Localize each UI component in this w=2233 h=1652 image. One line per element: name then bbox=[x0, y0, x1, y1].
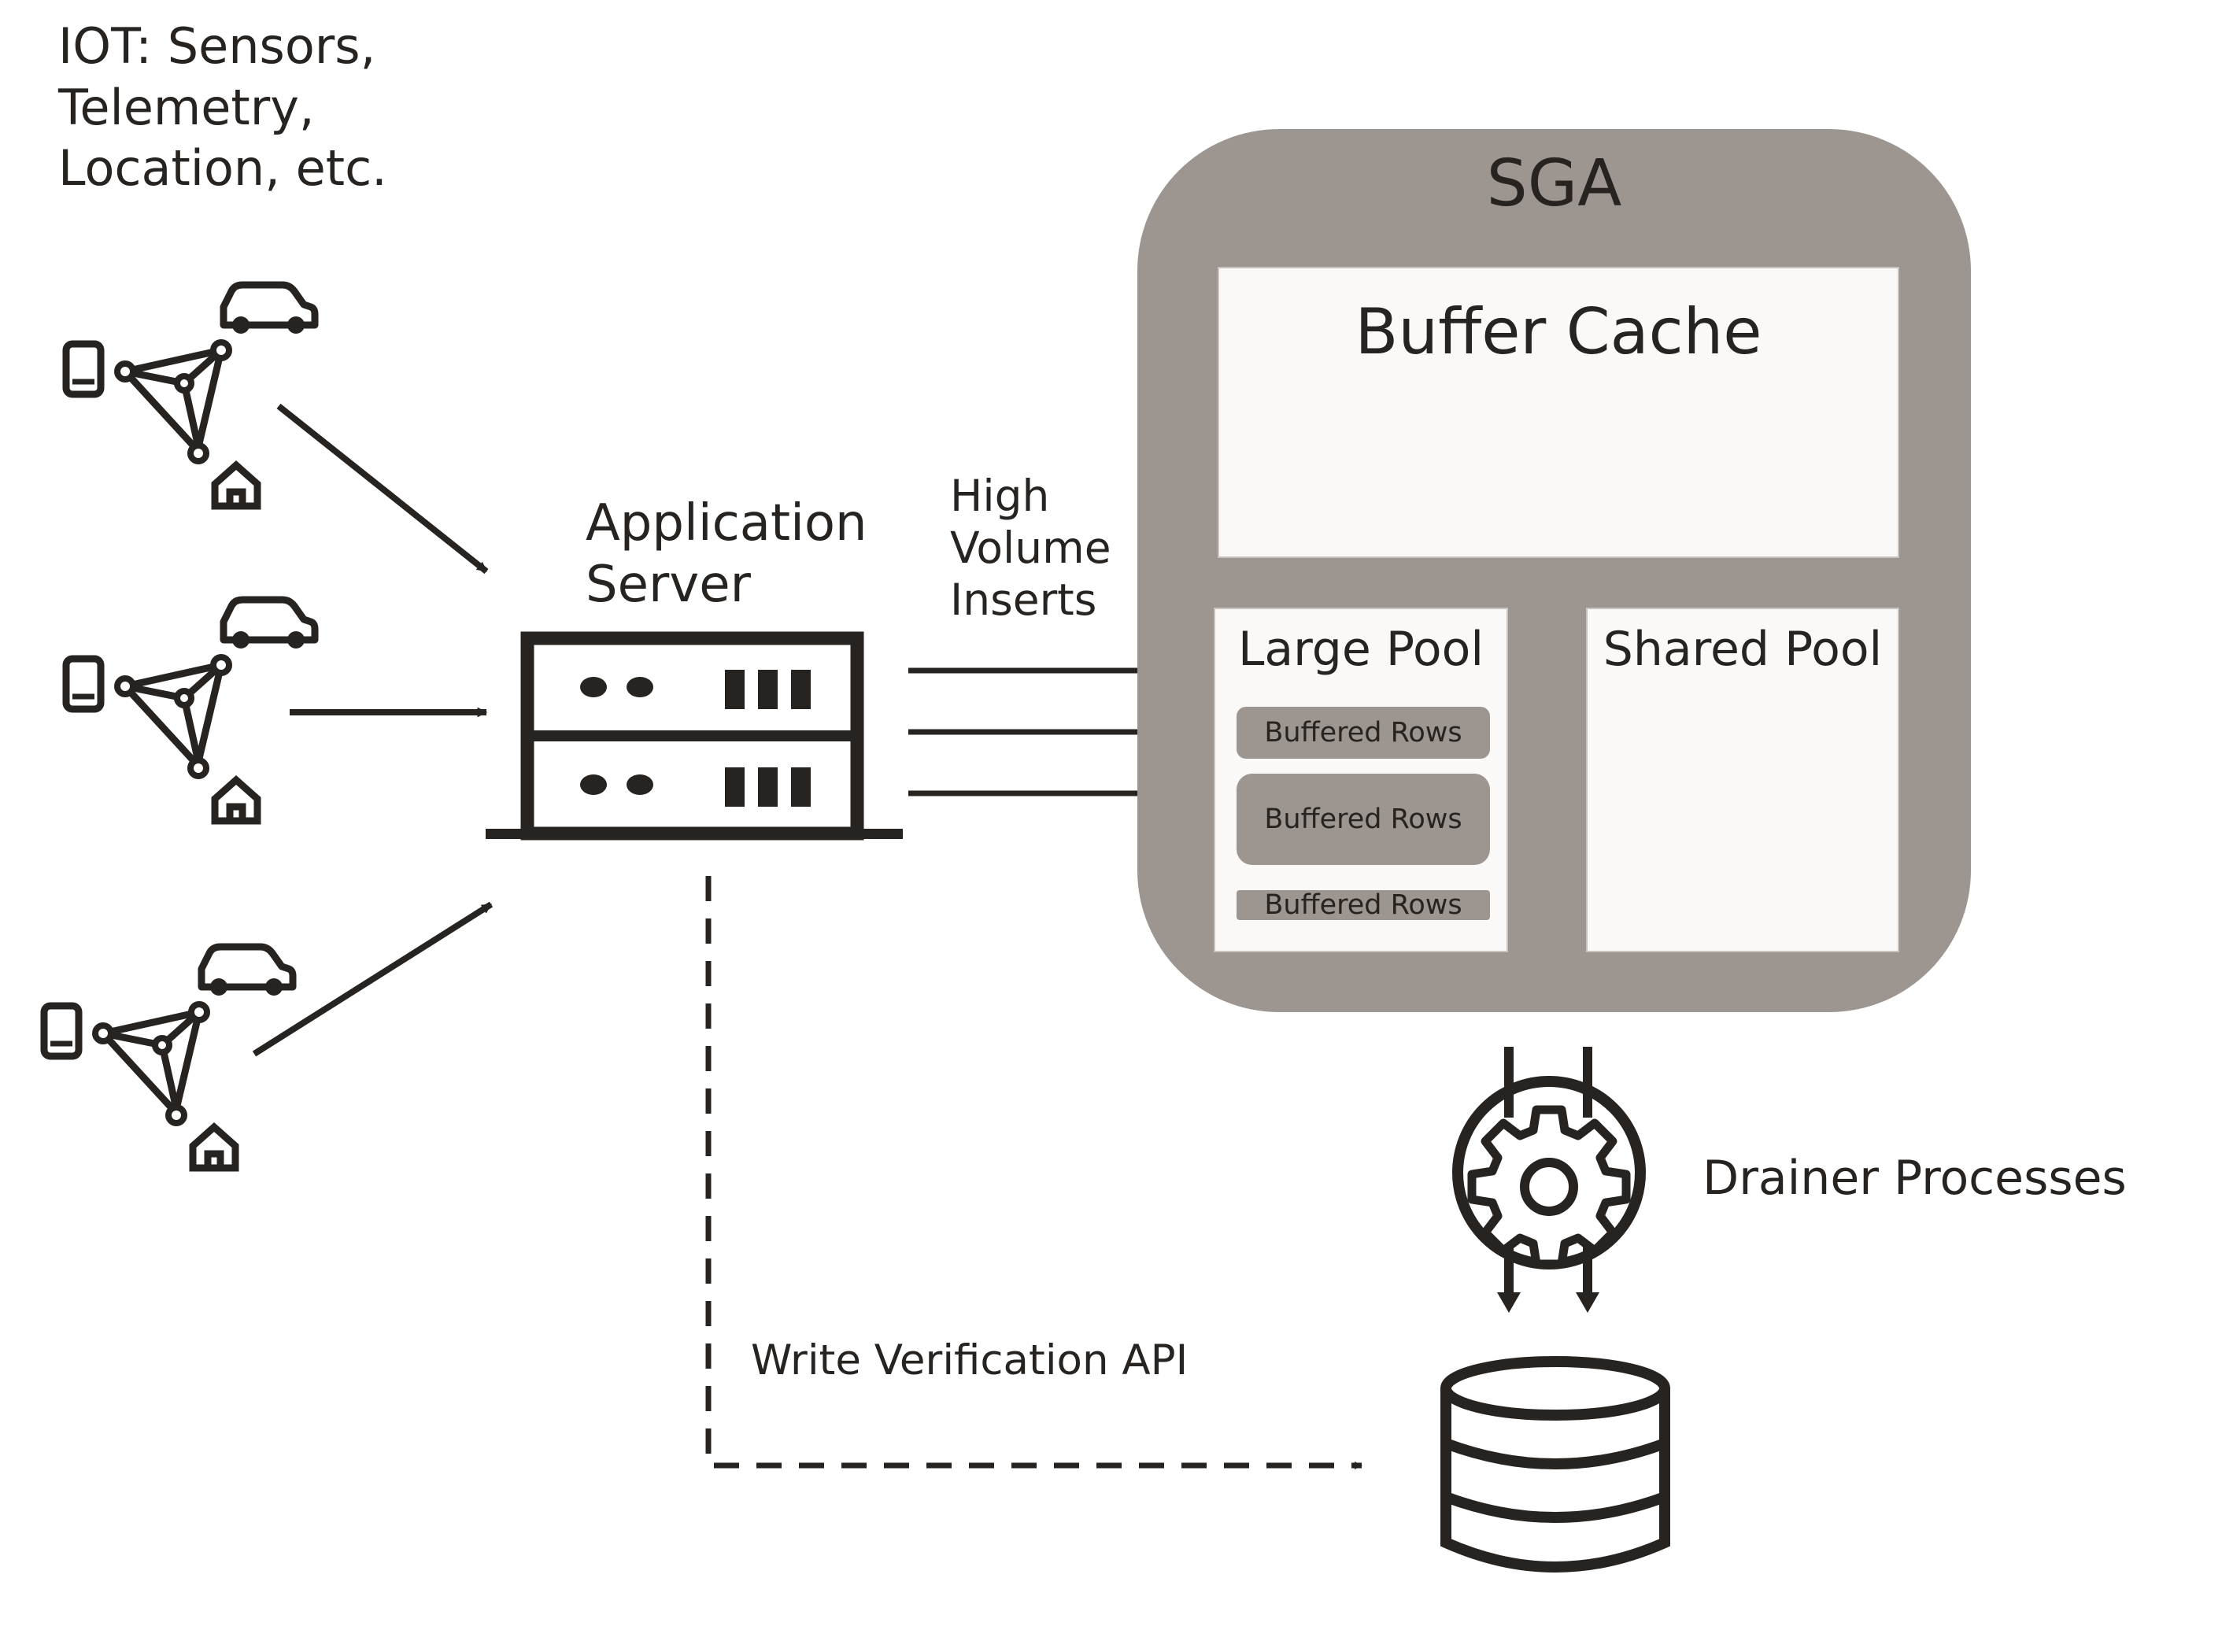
buffer-cache-panel bbox=[1218, 267, 1899, 558]
buffered-rows-block: Buffered Rows bbox=[1237, 889, 1490, 921]
buffered-rows-block: Buffered Rows bbox=[1237, 774, 1490, 865]
write-verification-label: Write Verification API bbox=[751, 1336, 1189, 1384]
inserts-label: High Volume Inserts bbox=[950, 470, 1111, 626]
gear-icon bbox=[1452, 1076, 1646, 1269]
inserts-label-line: High bbox=[950, 471, 1050, 521]
shared-pool-panel bbox=[1586, 608, 1899, 952]
buffer-cache-title: Buffer Cache bbox=[1355, 295, 1762, 368]
app-server-label: Application Server bbox=[586, 493, 867, 615]
inserts-label-line: Volume bbox=[950, 523, 1111, 573]
app-server-label-line: Server bbox=[586, 556, 751, 615]
application-server-icon bbox=[486, 631, 903, 841]
drainer-processes-label: Drainer Processes bbox=[1702, 1151, 2127, 1206]
iot-to-server-arrow bbox=[252, 901, 494, 1057]
shared-pool-title: Shared Pool bbox=[1603, 622, 1883, 677]
iot-label-line: IOT: Sensors, bbox=[58, 17, 376, 75]
iot-device-network-icon bbox=[44, 947, 293, 1168]
iot-to-server-arrow bbox=[276, 403, 489, 575]
iot-device-network-icon bbox=[66, 600, 315, 821]
sga-title: SGA bbox=[1486, 146, 1622, 221]
iot-label-line: Location, etc. bbox=[58, 139, 387, 197]
inserts-label-line: Inserts bbox=[950, 575, 1097, 625]
iot-label-line: Telemetry, bbox=[58, 78, 315, 136]
iot-device-network-icon bbox=[66, 285, 315, 506]
buffered-rows-block: Buffered Rows bbox=[1237, 707, 1490, 759]
app-server-label-line: Application bbox=[586, 494, 867, 553]
write-verification-arrow bbox=[705, 876, 1362, 1469]
large-pool-title: Large Pool bbox=[1237, 622, 1484, 677]
iot-label: IOT: Sensors, Telemetry, Location, etc. bbox=[58, 16, 387, 199]
database-icon bbox=[1440, 1356, 1670, 1573]
